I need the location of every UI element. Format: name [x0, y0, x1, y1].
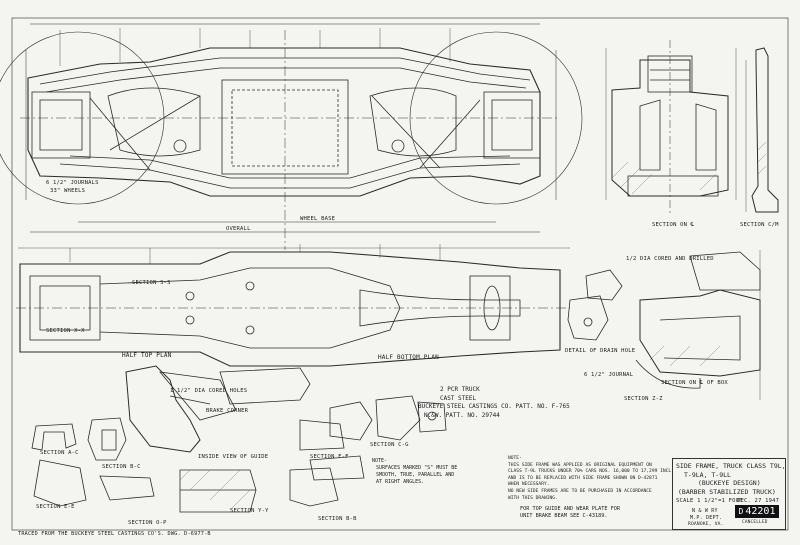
drawing-prefix: D: [738, 507, 744, 516]
spec-line: 2 PCR TRUCK: [440, 386, 480, 393]
cored-holes-label: 1 1/2" DIA CORED HOLES: [170, 388, 248, 394]
wheel-base-label: WHEEL BASE: [300, 216, 336, 222]
section-cm-label: SECTION C/M: [740, 222, 779, 228]
detail-drain-hole-label: DETAIL OF DRAIN HOLE: [565, 348, 636, 354]
section-bc-label: SECTION B-C: [102, 464, 141, 470]
side-frame-note: NOTE- THIS SIDE FRAME WAS APPLIED AS ORI…: [508, 456, 674, 502]
sheet-border: [11, 17, 789, 531]
cancelled-stamp: CANCELLED: [742, 520, 768, 525]
section-ss-label: SECTION S-S: [132, 280, 171, 286]
note-line: WITH THIS DRAWING.: [508, 495, 558, 501]
title-block: [672, 458, 786, 530]
section-box-label: SECTION ON ℄ OF BOX: [661, 380, 728, 386]
title-line: SIDE FRAME, TRUCK CLASS T9L,: [676, 462, 786, 470]
department-label: M.P. DEPT.: [690, 515, 723, 521]
spec-line: BUCKEYE STEEL CASTINGS CO. PATT. NO. F-7…: [418, 403, 570, 410]
note-line: UNIT BRAKE BEAM SEE C-43189.: [520, 513, 608, 519]
note-line: THIS SIDE FRAME WAS APPLIED AS ORIGINAL …: [508, 462, 652, 468]
lower-middle-sections: [299, 395, 447, 481]
note-line: NOTE-: [508, 456, 522, 461]
dia-drilled-label: 1/2 DIA CORED AND DRILLED: [626, 256, 714, 262]
title-line: T-9LA, T-9LL: [684, 470, 731, 479]
section-op-label: SECTION O-P: [128, 520, 167, 526]
right-wheel-outline: [409, 31, 583, 205]
section-ee-label: SECTION E-E: [36, 504, 75, 510]
date-label: DEC. 27 1947: [737, 498, 780, 504]
inside-view-guide-label: INSIDE VIEW OF GUIDE: [198, 454, 269, 460]
plan-view: [16, 244, 570, 367]
title-line: (BUCKEYE DESIGN): [698, 479, 761, 487]
section-ff-label: SECTION F-F: [310, 454, 349, 460]
section-ac-label: SECTION A-C: [40, 450, 79, 456]
section-hatching: [179, 141, 767, 511]
note-line: FOR TOP GUIDE AND WEAR PLATE FOR: [520, 506, 620, 512]
scale-label: SCALE 1 1/2"=1 FOOT: [676, 498, 743, 504]
traced-from-note: TRACED FROM THE BUCKEYE STEEL CASTINGS C…: [18, 531, 211, 537]
section-cg-label: SECTION C-G: [370, 442, 409, 448]
note-line: NOTE-: [372, 458, 388, 464]
casting-spec: 2 PCR TRUCK CAST STEEL BUCKEYE STEEL CAS…: [418, 386, 570, 420]
half-bottom-plan-label: HALF BOTTOM PLAN: [378, 354, 439, 361]
half-top-plan-label: HALF TOP PLAN: [122, 352, 172, 359]
section-xx-label: SECTION X-X: [46, 328, 85, 334]
brake-corner-label: BRAKE CORNER: [206, 408, 249, 414]
drawing-number-value: 42201: [745, 506, 776, 517]
section-yy-label: SECTION Y-Y: [230, 508, 269, 514]
note-line: SURFACES MARKED "S" MUST BE: [376, 465, 458, 471]
section-bb-label: SECTION B-B: [318, 516, 357, 522]
right-middle-sections: [567, 250, 761, 400]
note-line: NO NEW SIDE FRAMES ARE TO BE PURCHASED I…: [508, 488, 652, 494]
title-block-text: SIDE FRAME, TRUCK CLASS T9L, T-9LA, T-9L…: [676, 462, 786, 496]
city-label: ROANOKE, VA.: [688, 522, 724, 527]
note-line: AT RIGHT ANGLES.: [376, 479, 425, 485]
journal-65-label: 6 1/2" JOURNAL: [584, 372, 634, 378]
section-zz-label: SECTION Z-Z: [624, 396, 663, 402]
surfaces-note: NOTE- SURFACES MARKED "S" MUST BE SMOOTH…: [372, 458, 457, 486]
top-right-sections: [605, 40, 779, 214]
note-line: CLASS T-9L TRUCKS UNDER 70% CARS NOS. 16…: [508, 469, 674, 475]
wheels-label: 33" WHEELS: [50, 188, 86, 194]
lower-left-sections: [31, 365, 339, 513]
section-on-centerline-label: SECTION ON ℄: [652, 222, 695, 228]
spec-line: CAST STEEL: [440, 394, 477, 402]
title-line: (BARBER STABILIZED TRUCK): [678, 487, 776, 496]
overall-label: OVERALL: [226, 226, 251, 232]
journal-label: 6 1/2" JOURNALS: [46, 180, 99, 186]
note-line: AND IS TO BE REPLACED WITH SIDE FRAME SH…: [508, 475, 658, 481]
spec-line: N.&W. PATT. NO. 29744: [424, 411, 500, 419]
side-elevation-view: [0, 23, 583, 250]
company-label: N & W RY: [692, 508, 718, 514]
note-line: SMOOTH, TRUE, PARALLEL AND: [376, 472, 455, 478]
guide-note: FOR TOP GUIDE AND WEAR PLATE FOR UNIT BR…: [520, 506, 620, 520]
note-line: WHEN NECESSARY.: [508, 482, 550, 488]
